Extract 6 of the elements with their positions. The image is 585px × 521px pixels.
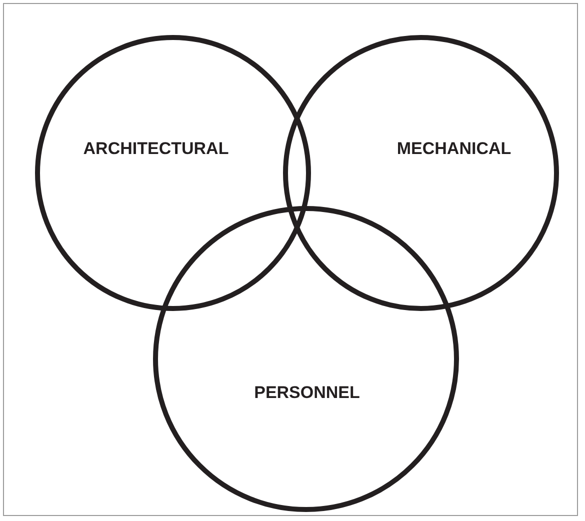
venn-circle <box>35 35 311 311</box>
venn-circle <box>283 35 559 311</box>
venn-circle <box>153 206 459 512</box>
set-label: ARCHITECTURAL <box>83 139 229 159</box>
set-label: MECHANICAL <box>396 139 512 159</box>
set-label: PERSONNEL <box>254 383 360 403</box>
